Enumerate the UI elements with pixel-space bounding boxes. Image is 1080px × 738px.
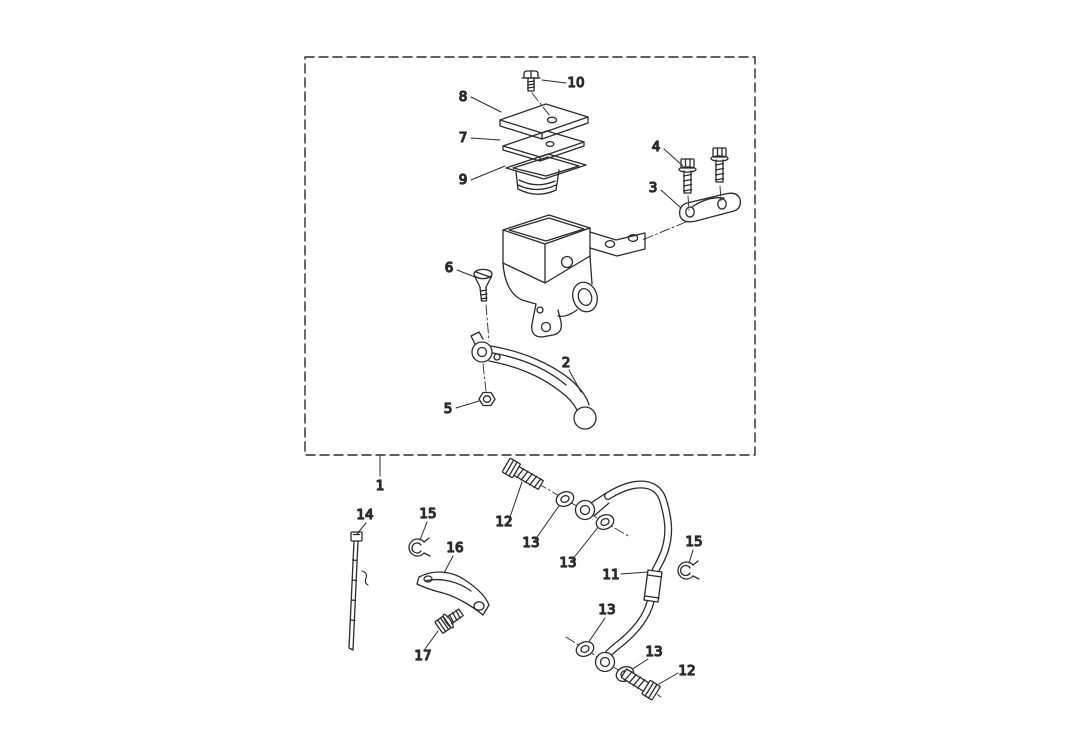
cable-tie bbox=[348, 531, 369, 651]
washer-upper-b bbox=[595, 513, 615, 531]
reservoir-cap bbox=[499, 103, 589, 140]
part-label-17: 17 bbox=[414, 648, 431, 664]
hose-clip-left bbox=[408, 537, 431, 557]
pivot-nut bbox=[478, 391, 496, 407]
clamp-bolt-front bbox=[678, 158, 697, 194]
part-label-14: 14 bbox=[356, 507, 373, 523]
master-cylinder-body bbox=[502, 214, 646, 338]
callout-leader-lines bbox=[356, 79, 694, 685]
hose-banjo-eye-lower bbox=[594, 651, 616, 673]
part-label-13-upper-b: 13 bbox=[559, 555, 576, 571]
bracket-bolt bbox=[434, 608, 464, 634]
banjo-bolt-upper bbox=[501, 457, 544, 490]
part-label-13-lower-b: 13 bbox=[645, 644, 662, 660]
handlebar-clamp bbox=[679, 192, 742, 223]
part-label-4: 4 bbox=[652, 139, 661, 155]
part-label-15-right: 15 bbox=[685, 534, 702, 550]
washer-lower-a bbox=[575, 640, 595, 658]
hose-clip-right bbox=[677, 560, 700, 580]
callout-labels: 10 8 7 9 4 3 6 2 5 1 12 13 13 11 15 14 1… bbox=[356, 74, 703, 679]
part-label-6: 6 bbox=[445, 260, 454, 276]
reservoir-plate bbox=[502, 130, 585, 162]
part-label-9: 9 bbox=[459, 172, 468, 188]
brake-hose bbox=[601, 480, 673, 663]
reservoir-diaphragm bbox=[505, 153, 587, 195]
washer-upper-a bbox=[555, 490, 575, 508]
part-label-3: 3 bbox=[649, 180, 658, 196]
part-label-8: 8 bbox=[459, 89, 468, 105]
hose-banjo-eye-upper bbox=[574, 492, 610, 521]
part-label-13-lower-a: 13 bbox=[598, 602, 615, 618]
part-label-13-upper-a: 13 bbox=[522, 535, 539, 551]
part-label-1: 1 bbox=[376, 478, 385, 494]
part-label-12-upper: 12 bbox=[495, 514, 512, 530]
part-label-5: 5 bbox=[444, 401, 453, 417]
pivot-screw bbox=[473, 268, 493, 302]
hose-sleeve bbox=[643, 569, 663, 603]
assembly-boundary-box bbox=[304, 56, 756, 456]
cap-screw bbox=[521, 70, 541, 92]
part-label-10: 10 bbox=[567, 75, 584, 91]
part-label-2: 2 bbox=[562, 355, 571, 371]
clamp-bolt-rear bbox=[710, 147, 729, 183]
part-label-16: 16 bbox=[446, 540, 463, 556]
part-label-15-left: 15 bbox=[419, 506, 436, 522]
part-label-12-lower: 12 bbox=[678, 663, 695, 679]
part-label-7: 7 bbox=[459, 130, 468, 146]
hose-guide-bracket bbox=[416, 571, 490, 616]
brake-lever bbox=[470, 331, 597, 430]
banjo-bolt-lower bbox=[620, 668, 661, 701]
part-label-11: 11 bbox=[602, 567, 619, 583]
